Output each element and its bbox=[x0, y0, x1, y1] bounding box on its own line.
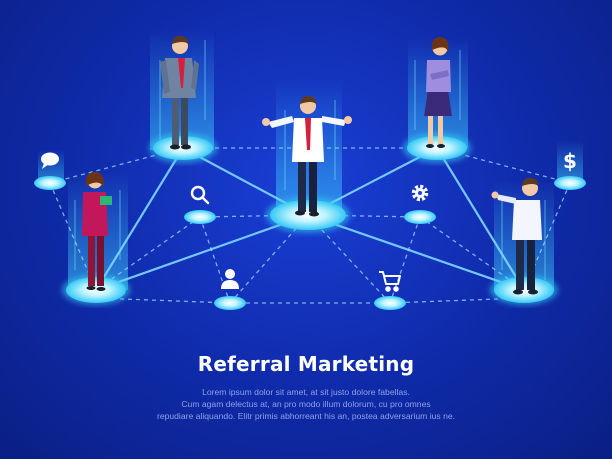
search-icon bbox=[190, 185, 210, 205]
paragraph-line: repudiare aliquando. Elitr primis abhorr… bbox=[156, 411, 456, 421]
cart-icon bbox=[379, 271, 401, 292]
person-right bbox=[491, 177, 542, 295]
chat-icon bbox=[41, 152, 59, 169]
person-top-left bbox=[160, 35, 199, 150]
person-left bbox=[82, 172, 112, 291]
person-pads bbox=[62, 133, 558, 305]
paragraph-line: Lorem ipsum dolor sit amet, at sit justo… bbox=[202, 387, 410, 397]
person-top-right bbox=[424, 37, 452, 148]
person-center bbox=[262, 95, 352, 217]
dollar-icon: $ bbox=[563, 149, 577, 173]
user-icon bbox=[221, 269, 239, 289]
gear-icon bbox=[411, 184, 429, 202]
description-paragraph: Lorem ipsum dolor sit amet, at sit justo… bbox=[0, 386, 612, 422]
paragraph-line: Cum agam delectus at, an pro modo illum … bbox=[181, 399, 431, 409]
icon-pads bbox=[34, 176, 586, 310]
svg-text:$: $ bbox=[563, 149, 577, 173]
page-title: Referral Marketing bbox=[197, 352, 415, 376]
